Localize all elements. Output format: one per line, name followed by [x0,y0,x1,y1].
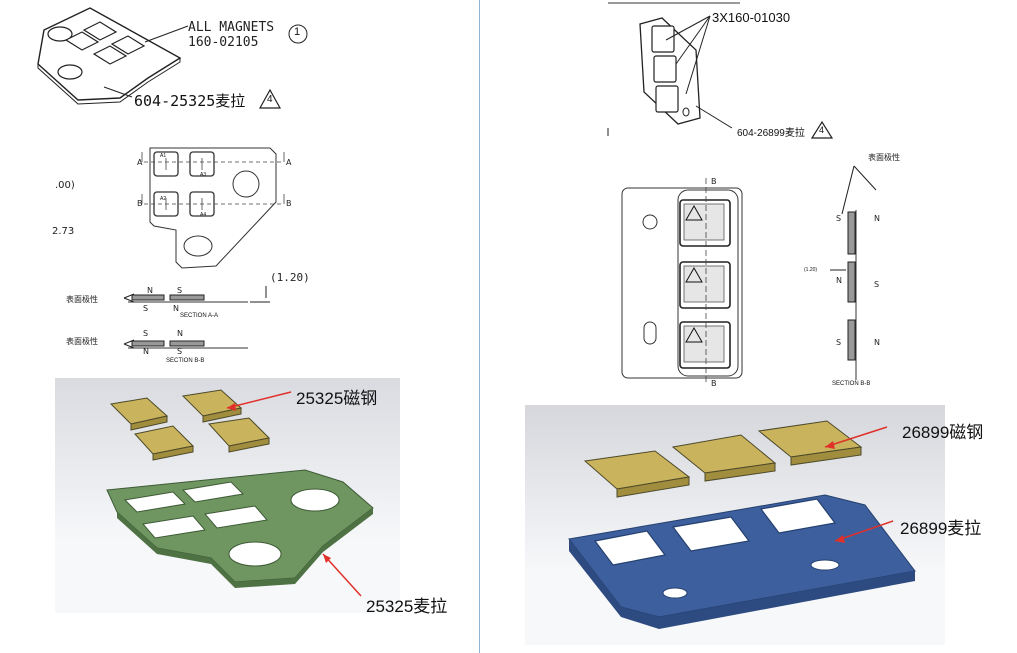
pole-label-b: 表面极性 [66,337,98,346]
left-magnet-label: 25325磁钢 [296,389,378,408]
left-plan-view [141,147,285,269]
section-b-top-right-pole: N [177,329,183,338]
section-b-top-left-pole: S [143,329,149,338]
section-a-caption: SECTION A-A [180,313,219,319]
magnet-tag-a2: A2 [160,196,167,202]
right-mylar-callout: 604-26899麦拉 [737,128,805,139]
left-note-triangle-4: 4 [267,94,273,105]
magnet-tag-a3: A3 [200,172,207,178]
right-magnet-label: 26899磁钢 [902,423,984,442]
all-magnets-note: ALL MAGNETS [188,20,275,35]
right-pole-5: S [836,338,842,347]
magnet-tag-a1: A1 [160,153,167,159]
page-divider [479,0,480,653]
right-pole-4: S [874,280,880,289]
left-3d-render [55,378,400,613]
section-b-bot-right-pole: S [177,347,183,356]
left-iso-sketch [37,7,308,109]
right-section-mark-bottom: B [711,379,717,388]
section-a-top-right-pole: S [177,286,183,295]
magnet-part-number: 160-02105 [188,35,259,50]
section-mark-a-left: A [137,158,143,167]
left-mylar-callout: 604-25325麦拉 [134,92,246,110]
right-magnet-callout: 3X160-01030 [712,10,791,25]
section-mark-a-right: A [286,158,292,167]
section-mark-b-right: B [286,199,292,208]
right-thickness-dimension: (1.20) [804,267,818,273]
left-mylar-label: 25325麦拉 [366,597,448,616]
pole-label-a: 表面极性 [66,295,98,304]
section-a-top-left-pole: N [147,286,153,295]
right-mylar-label: 26899麦拉 [900,519,982,538]
right-pole-label: 表面极性 [868,153,900,162]
right-section-mark-top: B [711,177,717,186]
right-section-caption: SECTION B-B [832,381,871,387]
section-a-bot-right-pole: N [173,304,179,313]
left-section-b [123,339,248,349]
right-iso-sketch [607,2,834,139]
right-plan-view [621,178,743,382]
left-section-a [123,286,270,303]
right-pole-1: S [836,214,842,223]
right-pole-3: N [836,276,842,285]
note-number-1: 1 [294,26,301,38]
section-b-caption: SECTION B-B [166,358,205,364]
right-pole-6: N [874,338,880,347]
right-pole-2: N [874,214,880,223]
thickness-dimension: (1.20) [270,271,310,284]
right-section-b [830,165,877,380]
margin-dim-2: 2.73 [52,226,75,237]
margin-dim-1: .00) [55,180,75,191]
section-mark-b-left: B [137,199,143,208]
section-a-bot-left-pole: S [143,304,149,313]
section-b-bot-left-pole: N [143,347,149,356]
right-3d-render [525,405,945,645]
right-note-triangle-4: 4 [819,125,825,135]
magnet-tag-a4: A4 [200,212,207,218]
